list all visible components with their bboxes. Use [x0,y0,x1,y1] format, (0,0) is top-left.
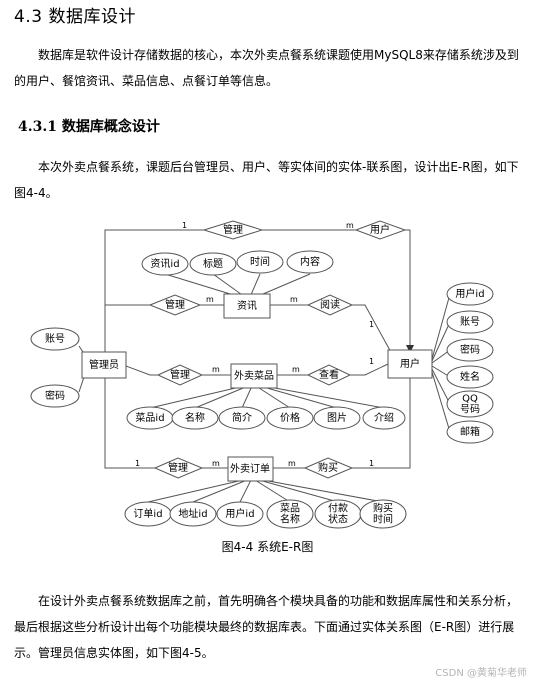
rel-view-diamond [306,364,352,386]
watermark: CSDN @黄菊华老师 [435,668,527,679]
cardinality-label: 1 [369,459,374,468]
cardinality-label: m [346,221,354,230]
dish-attr-label: 菜品id [135,412,164,424]
intro-paragraph: 数据库是软件设计存储数据的核心，本次外卖点餐系统课题使用MySQL8来存储系统涉… [14,48,519,88]
dish-attr-label: 介绍 [374,411,394,424]
entity-news-box [223,293,271,319]
rel-manage-news-diamond [148,294,202,316]
order-attr-label: 菜品名称 [280,503,300,526]
cardinality-label: m [290,295,298,304]
cardinality-label: m [206,295,214,304]
entity-order-label: 外卖订单 [230,463,270,475]
dish-attr-label: 图片 [327,411,347,424]
entity-admin-label: 管理员 [89,358,119,371]
dish-attr-label: 价格 [280,411,300,424]
rel-manage-user-label: 管理 [223,223,243,236]
cardinality-label: m [212,365,220,374]
user-attr-label: 密码 [460,343,480,356]
admin-attr-label: 账号 [45,333,65,345]
er-intro-paragraph: 本次外卖点餐系统，课题后台管理员、用户、等实体间的实体-联系图，设计出E-R图，… [14,160,519,200]
order-attr-label: 用户id [225,507,254,520]
entity-user-label: 用户 [400,357,420,370]
cardinality-label: 1 [369,320,374,329]
dish-attr-label: 简介 [232,411,252,424]
order-attr-label: 地址id [178,507,207,520]
subsection-heading: 4.3.1 数据库概念设计 [18,119,160,135]
rel-buy-label: 购买 [318,461,338,474]
rel-manage-news-label: 管理 [165,298,185,311]
cardinality-label: m [288,459,296,468]
order-attr-label: 购买时间 [373,502,393,526]
rel-read-diamond [306,294,354,316]
entity-user-box [387,349,433,379]
user-attr-label: 账号 [460,316,480,328]
design-paragraph: 在设计外卖点餐系统数据库之前，首先明确各个模块具备的功能和数据库属性和关系分析，… [14,594,519,660]
rel-view-label: 查看 [319,368,339,381]
cardinality-label: m [292,365,300,374]
cardinality-label: m [212,459,220,468]
cardinality-label: 1 [182,221,187,230]
rel-manage-order-diamond [153,457,204,479]
entity-news-label: 资讯 [237,300,257,312]
figure-caption: 图4-4 系统E-R图 [221,540,314,554]
user-attr-label: 姓名 [460,370,480,383]
order-attr-label: 订单id [133,508,162,520]
news-attr-label: 标题 [203,258,223,270]
news-attr-label: 内容 [300,255,320,268]
rel-manage-user-diamond [202,220,264,240]
rel-buy-diamond [303,457,354,479]
entity-dish-box [230,363,278,389]
rel-user-top-label: 用户 [370,223,390,236]
user-attr-label: 邮箱 [460,425,480,438]
cardinality-label: 1 [369,357,374,366]
cardinality-label: 1 [135,459,140,468]
entity-order-box [227,456,274,482]
order-attr-label: 付款状态 [328,502,348,526]
rel-manage-dish-diamond [156,364,204,386]
user-attr-label: 用户id [455,287,484,300]
admin-attr-label: 密码 [45,389,65,402]
rel-user-top-diamond [354,220,407,240]
entity-dish-label: 外卖菜品 [234,370,274,382]
news-attr-label: 时间 [250,255,270,268]
rel-manage-order-label: 管理 [168,461,188,474]
dish-attr-label: 名称 [185,411,205,424]
entity-admin-box [81,351,127,379]
news-attr-label: 资讯id [150,258,179,270]
er-diagram: 管理员 资讯 外卖菜品 外卖订单 用户 管理 用户 管理 阅读 管理 查看 管理… [30,220,494,529]
section-heading: 4.3 数据库设计 [14,7,136,27]
rel-manage-dish-label: 管理 [170,368,190,381]
rel-read-label: 阅读 [320,298,340,311]
